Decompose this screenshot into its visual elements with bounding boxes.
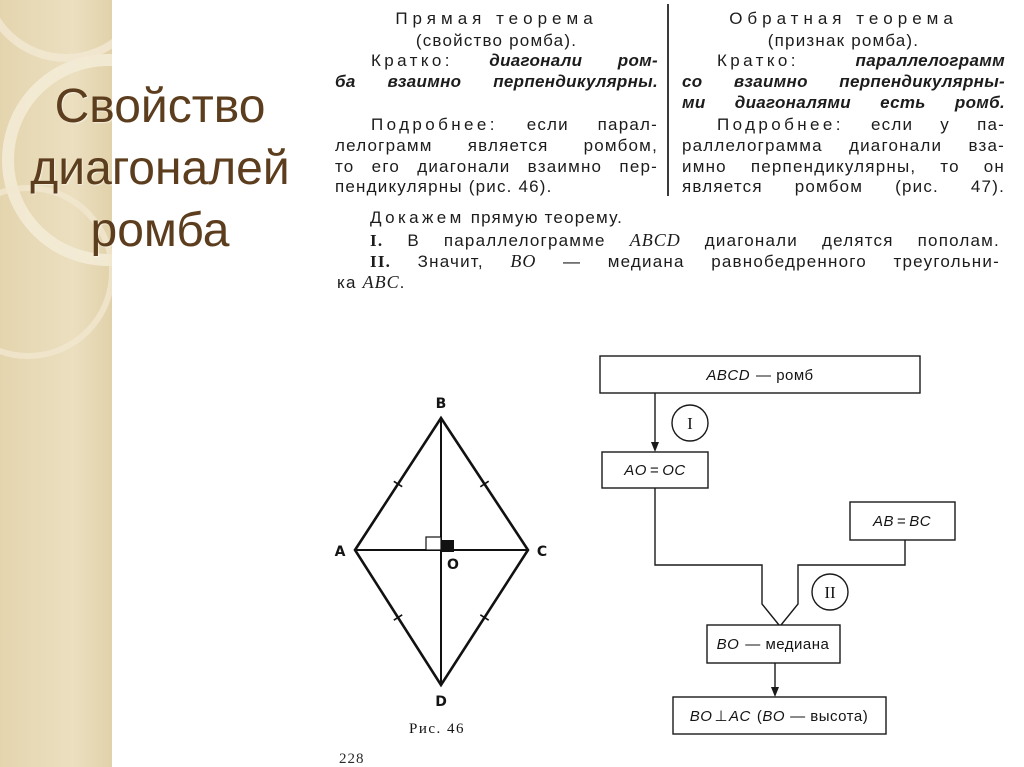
detail-label: Подробнее: — [717, 115, 844, 134]
perpendicular-sign: ⊥ — [714, 708, 728, 725]
equals-sign: = — [650, 462, 659, 479]
brief-text: параллелограмм — [855, 51, 1005, 70]
proof-step-1: I. В параллелограмме ABCD диагонали деля… — [370, 230, 1000, 250]
step-1-marker: I — [687, 414, 693, 433]
brief-label: Кратко: — [371, 51, 453, 70]
step-number: I. — [370, 231, 384, 250]
direct-theorem-brief-line-1: Кратко: диагонали ром- — [371, 51, 658, 71]
brief-text: диагонали ром- — [489, 51, 658, 70]
side-bc-tick — [479, 480, 490, 488]
segment-right: OC — [662, 462, 686, 479]
step-variable: BO — [510, 251, 537, 271]
figure-caption: Рис. 46 — [409, 721, 465, 737]
converse-theorem-subheading: (признак ромба). — [767, 31, 920, 50]
step-text-before: В параллелограмме — [407, 231, 606, 250]
brief-label: Кратко: — [717, 51, 799, 70]
page-number: 228 — [339, 751, 365, 767]
median-label: — медиана — [745, 636, 829, 653]
proof-step-2: II. Значит, BO — медиана равнобедренного… — [370, 251, 1000, 271]
step-2-marker: II — [824, 583, 836, 602]
converse-theorem-detail-line-1: Подробнее: если у па- — [717, 115, 1005, 135]
step-2-marker-circle — [811, 573, 849, 611]
right-angle-mark-filled — [442, 540, 454, 552]
step-text-after: . — [399, 273, 406, 292]
direct-theorem-heading: Прямая теорема — [395, 9, 598, 28]
vertex-label-b: B — [436, 396, 447, 412]
conclusion-left: BO — [690, 708, 713, 725]
direct-theorem-detail-line-4: пендикулярны (рис. 46). — [335, 177, 553, 196]
converse-theorem-detail-line-2: раллелограмма диагонали вза- — [682, 136, 1005, 155]
converse-theorem-brief-line-1: Кратко: параллелограмм — [717, 51, 1005, 71]
median-variable: BO — [717, 636, 740, 653]
conclusion-box — [672, 696, 887, 735]
center-label-o: O — [447, 557, 459, 573]
diagonals-bisect-text: AO=OC — [623, 462, 685, 479]
decor-ring-small — [0, 185, 112, 359]
title-line-2: диагоналей — [30, 142, 290, 195]
sidebar-decoration — [0, 17, 112, 359]
decor-ring-large — [2, 54, 112, 266]
paren-open: ( — [757, 708, 763, 725]
median-text: BO — медиана — [717, 636, 830, 653]
proof-intro-label: Докажем — [370, 208, 465, 227]
converse-theorem-brief-line-3: ми диагоналями есть ромб. — [682, 93, 1005, 112]
segment-left: AB — [872, 513, 894, 530]
converse-theorem-heading: Обратная теорема — [729, 9, 958, 28]
converse-theorem-detail-line-3: имно перпендикулярны, то он — [682, 157, 1005, 176]
side-cd-tick — [479, 614, 490, 621]
vertex-label-c: C — [537, 544, 547, 560]
column-divider — [667, 4, 669, 196]
segment-right: BC — [909, 513, 931, 530]
proof-intro-text: прямую теорему. — [470, 208, 624, 227]
conclusion-variable: BO — [762, 708, 785, 725]
direct-theorem-detail-line-1: Подробнее: если парал- — [371, 115, 658, 135]
step-variable: ABC — [362, 272, 400, 292]
segment-left: AO — [623, 462, 647, 479]
step-variable: ABCD — [629, 230, 681, 250]
equal-sides-text: AB=BC — [872, 513, 931, 530]
equals-sign: = — [897, 513, 906, 530]
detail-text: если у па- — [871, 115, 1005, 134]
direct-theorem-detail-line-3: то его диагонали взаимно пер- — [335, 157, 658, 176]
rhombus-figure: A B C D O Рис. 46 — [335, 396, 548, 737]
step-text-after: диагонали делятся пополам. — [704, 231, 1000, 250]
side-ad-tick — [393, 614, 403, 621]
side-ab-tick — [393, 480, 403, 488]
slide-title: Свойство диагоналей ромба — [15, 76, 305, 262]
right-angle-mark — [425, 536, 442, 551]
conclusion-text: BO⊥AC(BO— высота) — [690, 708, 868, 725]
connector-bisect-to-median — [654, 488, 780, 626]
title-line-3: ромба — [90, 204, 230, 257]
vertex-label-d: D — [435, 694, 447, 710]
step-text-after: — медиана равнобедренного треугольни- — [562, 252, 1000, 271]
direct-theorem-brief-line-2: ба взаимно перпендикулярны. — [335, 72, 658, 91]
step-number: II. — [370, 252, 392, 271]
vertex-label-a: A — [335, 544, 346, 560]
premise-box — [599, 355, 921, 394]
converse-theorem-detail-line-4: является ромбом (рис. 47). — [682, 177, 1005, 196]
median-box — [706, 624, 841, 664]
direct-theorem-detail-line-2: лелограмм является ромбом, — [335, 136, 658, 155]
conclusion-label: — высота) — [790, 708, 868, 725]
detail-text: если парал- — [526, 115, 658, 134]
step-text-before: ка — [337, 273, 357, 292]
detail-label: Подробнее: — [371, 115, 498, 134]
conclusion-right: AC — [728, 708, 751, 725]
arrowhead-icon — [651, 442, 659, 452]
arrowhead-icon — [771, 687, 779, 697]
direct-theorem-subheading: (свойство ромба). — [415, 31, 578, 50]
step-text-before: Значит, — [417, 252, 484, 271]
proof-step-2-continuation: ка ABC. — [337, 272, 406, 292]
decor-ring-top — [0, 17, 112, 62]
converse-theorem-brief-line-2: со взаимно перпендикулярны- — [682, 72, 1005, 91]
premise-label: — ромб — [756, 367, 814, 384]
connector-sides-to-median — [780, 540, 906, 626]
equal-sides-box — [849, 501, 956, 541]
title-line-1: Свойство — [54, 80, 266, 133]
premise-variable: ABCD — [705, 367, 750, 384]
premise-text: ABCD — ромб — [705, 367, 813, 384]
proof-flowchart: ABCD— ромб I AO=OC AB=BC II BO— медиана … — [599, 355, 956, 735]
step-1-marker-circle — [671, 404, 709, 442]
proof-intro: Докажем прямую теорему. — [370, 208, 623, 228]
